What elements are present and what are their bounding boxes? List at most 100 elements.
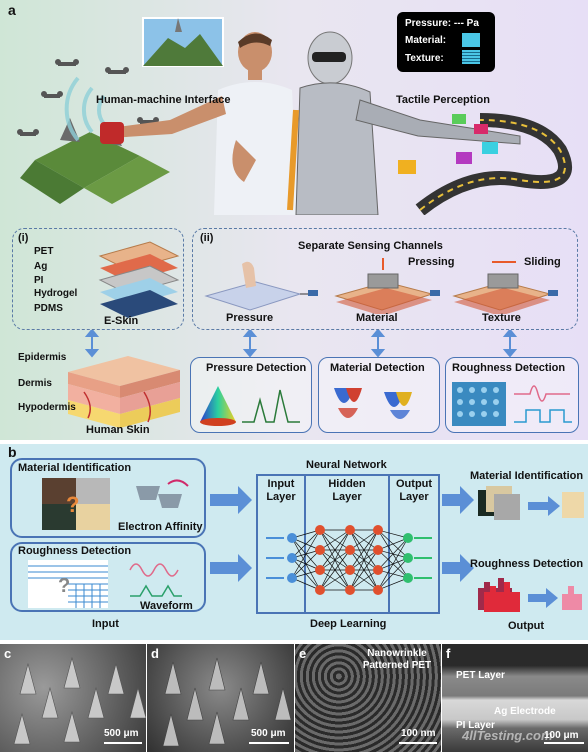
coated-microcone-array xyxy=(162,657,292,747)
material-detection-label: Material Detection xyxy=(330,362,425,374)
texture-sensor xyxy=(452,261,558,314)
eskin-box xyxy=(12,228,184,330)
panel-d-scale: 500 μm xyxy=(251,728,286,739)
hmi-label: Human-machine Interface xyxy=(96,94,231,106)
skin-cross-section xyxy=(68,356,180,428)
material-identification-input-box xyxy=(10,458,206,538)
sensor-label-texture: Texture xyxy=(482,312,521,324)
eskin-layer-ag: Ag xyxy=(34,261,48,272)
sensor-illustrations xyxy=(204,258,558,314)
neural-network-title: Neural Network xyxy=(306,459,387,471)
material-readout: Material: xyxy=(405,35,447,46)
output-caption: Output xyxy=(508,620,545,632)
panel-e-sem-image: e Nanowrinkle Patterned PET 100 nm xyxy=(295,644,441,752)
panel-d-letter: d xyxy=(151,646,159,661)
output-nodes xyxy=(403,533,413,583)
sliding-label: Sliding xyxy=(524,256,561,268)
roughness-samples: ? xyxy=(28,560,182,608)
panel-d-scale-bar xyxy=(249,742,289,744)
input-layer-label: Input Layer xyxy=(266,478,296,503)
sensor-label-material: Material xyxy=(356,312,398,324)
hidden-nodes xyxy=(315,525,383,595)
output-layer-label: Output Layer xyxy=(396,478,433,503)
texture-grid-icon xyxy=(462,50,480,64)
panel-b-letter: b xyxy=(8,444,17,460)
eskin-layer-stack xyxy=(98,241,180,318)
material-identification-title: Material Identification xyxy=(18,462,132,474)
roughness-detection-label: Roughness Detection xyxy=(452,362,566,374)
sensing-channels-box xyxy=(192,228,578,330)
material-cubes xyxy=(398,114,498,174)
panel-c-letter: c xyxy=(4,646,12,661)
deep-learning-caption: Deep Learning xyxy=(310,618,387,630)
eskin-numeral: (i) xyxy=(18,232,29,244)
output-roughness-profile xyxy=(478,578,582,612)
panel-f-scale-bar xyxy=(544,742,584,744)
input-to-network-arrows xyxy=(210,486,252,582)
curved-track xyxy=(415,113,572,215)
panel-f-pet-label: PET Layer xyxy=(456,670,505,681)
sensor-label-pressure: Pressure xyxy=(226,312,274,324)
human-figure xyxy=(100,32,298,215)
drone-icon xyxy=(17,59,159,136)
roughness-detection-plot xyxy=(452,382,572,426)
channels-numeral: (ii) xyxy=(200,232,214,244)
pressure-readout: Pressure: --- Pa xyxy=(405,18,479,29)
vertical-double-arrows xyxy=(84,330,518,358)
panel-c-scale-bar xyxy=(104,742,142,744)
roughness-input-box xyxy=(10,542,206,612)
output-material-samples xyxy=(478,486,584,520)
roughness-input-title: Roughness Detection xyxy=(18,545,132,557)
input-caption: Input xyxy=(92,618,119,630)
material-sensor xyxy=(334,258,440,314)
electron-affinity-label: Electron Affinity xyxy=(118,521,203,533)
input-nodes xyxy=(287,533,297,583)
landscape-photo xyxy=(142,17,224,67)
network-graph xyxy=(266,525,432,595)
panel-f-scale: 100 μm xyxy=(544,730,579,741)
eskin-layer-pdms: PDMS xyxy=(34,303,63,314)
input-layer-box xyxy=(256,474,306,614)
panel-f-watermark: 4llTesting.com xyxy=(462,728,553,743)
panel-e-letter: e xyxy=(299,646,307,661)
panel-e-scale-bar xyxy=(399,742,437,744)
skin-layer-hypodermis: Hypodermis xyxy=(18,402,76,413)
pressure-detection-label: Pressure Detection xyxy=(206,362,307,374)
hidden-layer-label: Hidden Layer xyxy=(328,478,366,503)
signal-arcs xyxy=(64,76,106,142)
tactile-perception-label: Tactile Perception xyxy=(396,94,490,106)
network-to-output-arrows xyxy=(442,486,474,582)
texture-readout: Texture: xyxy=(405,53,444,64)
material-detection-plot xyxy=(334,388,412,419)
pressure-detection-plot xyxy=(200,386,300,426)
panel-e-title: Nanowrinkle Patterned PET xyxy=(362,648,432,671)
panel-f-ag-label: Ag Electrode xyxy=(494,706,556,717)
eskin-layer-pi: PI xyxy=(34,275,44,286)
panel-d-sem-image: d 500 μm xyxy=(147,644,294,752)
panel-f-pi-label: PI Layer xyxy=(456,720,495,731)
robot-figure xyxy=(287,31,521,215)
panel-a-letter: a xyxy=(8,2,16,18)
microcone-array xyxy=(13,656,146,745)
channels-title: Separate Sensing Channels xyxy=(298,240,443,252)
panel-e-scale: 100 nm xyxy=(401,728,436,739)
hmi-illustration xyxy=(17,17,572,215)
panel-f-letter: f xyxy=(446,646,451,661)
pressing-label: Pressing xyxy=(408,256,455,268)
material-samples: ? xyxy=(42,478,189,530)
panel-c-sem-image: c 500 μm xyxy=(0,644,146,752)
output-layer-box xyxy=(388,474,440,614)
panel-c-scale: 500 μm xyxy=(104,728,139,739)
eskin-caption: E-Skin xyxy=(104,315,139,327)
material-cube-icon xyxy=(462,33,480,47)
panel-f-sem-image: f PET Layer Ag Electrode PI Layer 4llTes… xyxy=(442,644,588,752)
skin-layer-epidermis: Epidermis xyxy=(18,352,67,363)
output-roughness-label: Roughness Detection xyxy=(470,558,584,570)
eskin-layer-pet: PET xyxy=(34,246,54,257)
waveform-label: Waveform xyxy=(140,600,193,612)
pressure-sensor xyxy=(204,261,318,311)
svg-text:?: ? xyxy=(66,492,79,517)
output-material-identification-label: Material Identification xyxy=(470,470,584,482)
skin-layer-dermis: Dermis xyxy=(18,378,52,389)
svg-text:?: ? xyxy=(58,575,70,597)
